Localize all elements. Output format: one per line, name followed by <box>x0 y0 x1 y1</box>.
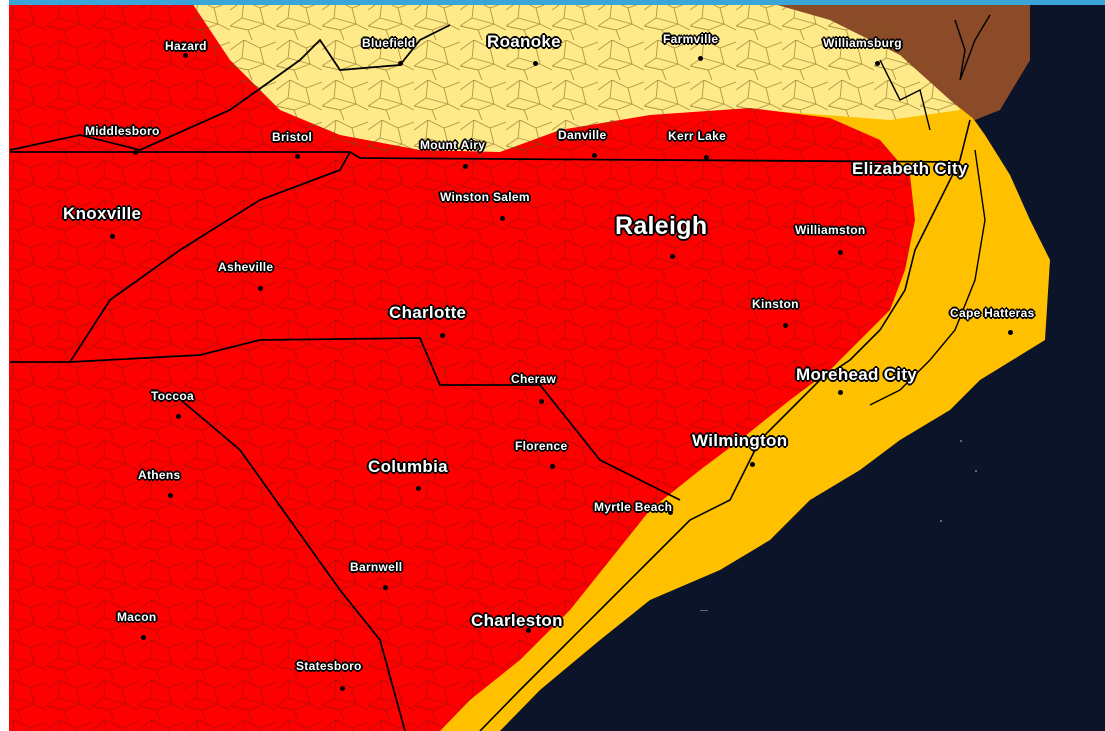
top-border-strip <box>0 0 1105 5</box>
city-dot <box>698 56 703 61</box>
city-label: Cheraw <box>511 372 557 386</box>
city-label: Morehead City <box>796 365 918 384</box>
city-label: Athens <box>138 468 181 482</box>
city-dot <box>383 585 388 590</box>
city-dot <box>592 153 597 158</box>
city-label: Hazard <box>165 39 207 53</box>
city-label: Statesboro <box>296 659 362 673</box>
city-label: Barnwell <box>350 560 403 574</box>
city-label: Knoxville <box>63 204 142 223</box>
city-dot <box>526 628 531 633</box>
county-texture-yellow <box>180 0 960 160</box>
city-dot <box>398 61 403 66</box>
city-label: Kerr Lake <box>668 129 727 143</box>
coastline <box>479 119 971 731</box>
county-texture-red <box>0 0 915 731</box>
city-label: Danville <box>558 128 607 142</box>
city-dot <box>783 323 788 328</box>
city-dot <box>704 155 709 160</box>
city-label: Kinston <box>752 297 799 311</box>
brown-zone <box>760 0 1030 120</box>
city-label: Toccoa <box>151 389 194 403</box>
city-label: Mount Airy <box>420 138 486 152</box>
city-dot <box>533 61 538 66</box>
city-dot <box>670 254 675 259</box>
city-label: Elizabeth City <box>852 159 968 178</box>
city-dot <box>539 399 544 404</box>
state-lines <box>9 24 961 731</box>
city-dot <box>668 510 673 515</box>
city-label: Williamsburg <box>823 36 902 50</box>
city-label: Roanoke <box>487 32 561 51</box>
city-label: Columbia <box>368 457 448 476</box>
city-label: Myrtle Beach <box>594 500 673 514</box>
city-dot <box>463 164 468 169</box>
city-dot <box>141 635 146 640</box>
city-label: Middlesboro <box>85 124 160 138</box>
city-dot <box>110 234 115 239</box>
city-dot <box>295 154 300 159</box>
city-label: Farmville <box>663 32 719 46</box>
city-dot <box>875 61 880 66</box>
city-label: Macon <box>117 610 157 624</box>
city-dot <box>838 250 843 255</box>
city-label: Williamston <box>795 223 866 237</box>
city-dot <box>258 286 263 291</box>
city-label: Cape Hatteras <box>950 306 1035 320</box>
city-dot <box>416 486 421 491</box>
city-dot <box>176 414 181 419</box>
city-dot <box>340 686 345 691</box>
city-dot <box>750 462 755 467</box>
city-dot <box>133 150 138 155</box>
city-label: Asheville <box>218 260 274 274</box>
city-dot <box>183 53 188 58</box>
outer-banks <box>869 149 986 406</box>
city-label: Wilmington <box>692 431 788 450</box>
city-dot <box>440 333 445 338</box>
ocean-speckle <box>700 440 977 611</box>
city-label: Bluefield <box>362 36 416 50</box>
city-label: Charleston <box>471 611 563 630</box>
left-border-strip <box>0 0 9 731</box>
city-dot <box>550 464 555 469</box>
city-dot <box>910 170 915 175</box>
city-dot <box>168 493 173 498</box>
city-dot <box>838 390 843 395</box>
city-dot <box>1008 330 1013 335</box>
city-label: Winston Salem <box>440 190 530 204</box>
city-label: Raleigh <box>615 212 708 240</box>
chesapeake-lines <box>879 14 991 131</box>
city-label: Bristol <box>272 130 313 144</box>
city-label: Charlotte <box>389 303 467 322</box>
city-dot <box>500 216 505 221</box>
city-label: Florence <box>515 439 568 453</box>
